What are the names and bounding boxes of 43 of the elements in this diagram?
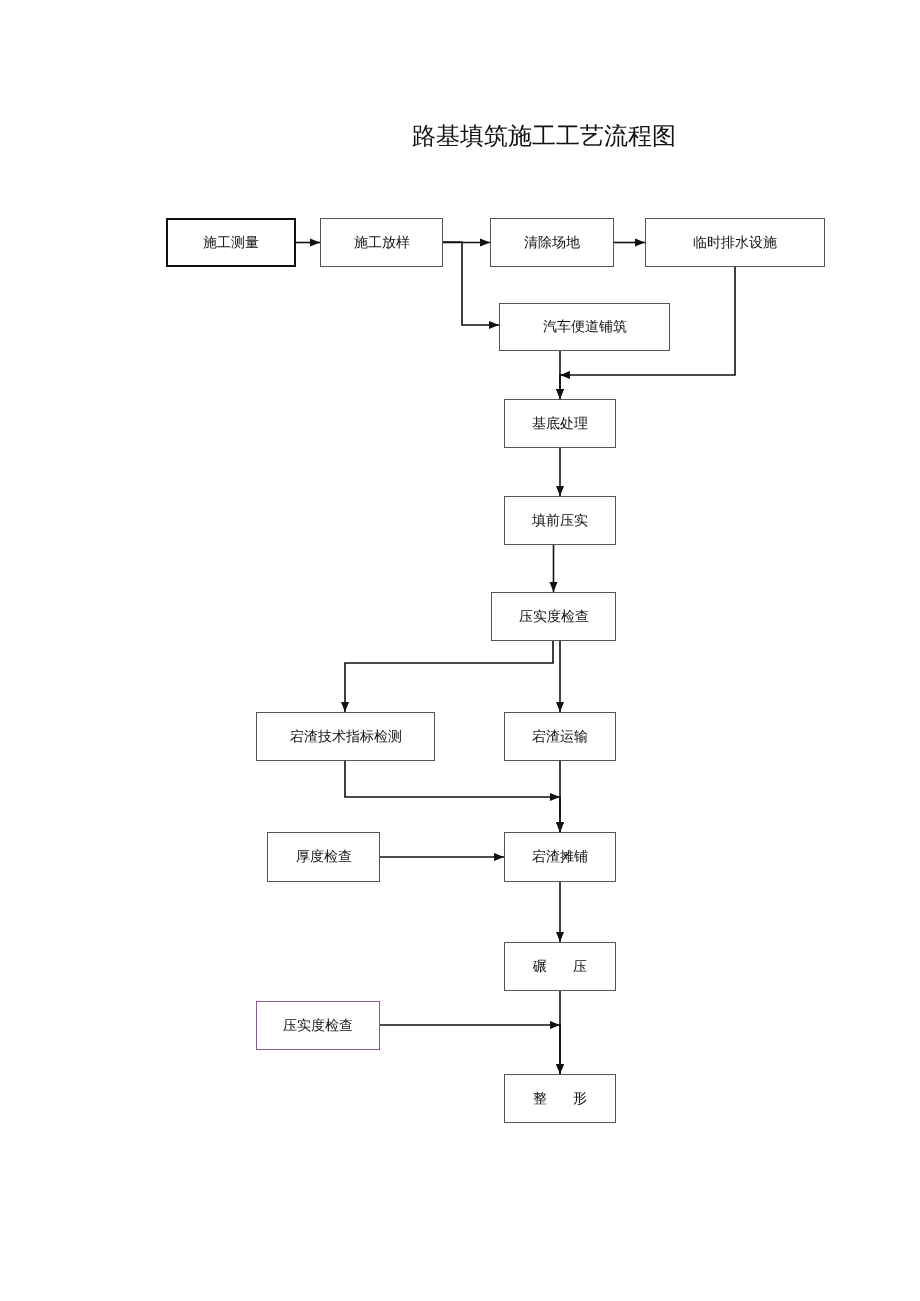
arrow — [556, 881, 564, 943]
box-label: 厚度检查 — [295, 848, 352, 866]
arrow — [295, 238, 321, 247]
process-box — [166, 218, 296, 267]
box-label: 碾 压 — [533, 957, 587, 976]
arrow — [556, 640, 564, 713]
box-label: 施工测量 — [203, 233, 259, 252]
arrow — [341, 640, 554, 713]
box-label: 压实度检查 — [283, 1016, 353, 1035]
arrow — [556, 990, 564, 1075]
process-box — [267, 832, 380, 882]
process-box — [490, 218, 614, 267]
box-label: 临时排水设施 — [693, 233, 777, 252]
box-label: 清除场地 — [524, 233, 580, 252]
box-label: 基底处理 — [532, 414, 588, 433]
process-box — [256, 1001, 380, 1050]
arrow — [442, 241, 500, 329]
box-label: 汽车便道铺筑 — [542, 318, 627, 336]
arrow — [556, 760, 564, 833]
process-box — [320, 218, 443, 267]
arrow — [379, 853, 505, 861]
box-label: 宕渣摊铺 — [532, 848, 588, 866]
process-box — [504, 832, 616, 882]
process-box — [504, 942, 616, 991]
process-box — [256, 712, 435, 761]
box-label: 压实度检查 — [518, 607, 589, 626]
process-box — [504, 1074, 616, 1123]
arrow — [556, 447, 564, 497]
box-label: 填前压实 — [532, 511, 588, 530]
arrow — [613, 238, 646, 247]
arrow — [549, 544, 558, 593]
process-box — [645, 218, 825, 267]
process-box — [504, 399, 616, 448]
process-box — [499, 303, 670, 351]
process-box — [504, 712, 616, 761]
arrow — [556, 266, 736, 400]
process-box — [504, 496, 616, 545]
box-label: 宕渣运输 — [532, 727, 588, 746]
title: 路基填筑施工工艺流程图 — [412, 122, 676, 151]
box-label: 宕渣技术指标检测 — [289, 727, 402, 746]
box-label: 施工放样 — [353, 233, 410, 252]
process-box — [491, 592, 616, 641]
box-label: 整 形 — [533, 1089, 587, 1108]
